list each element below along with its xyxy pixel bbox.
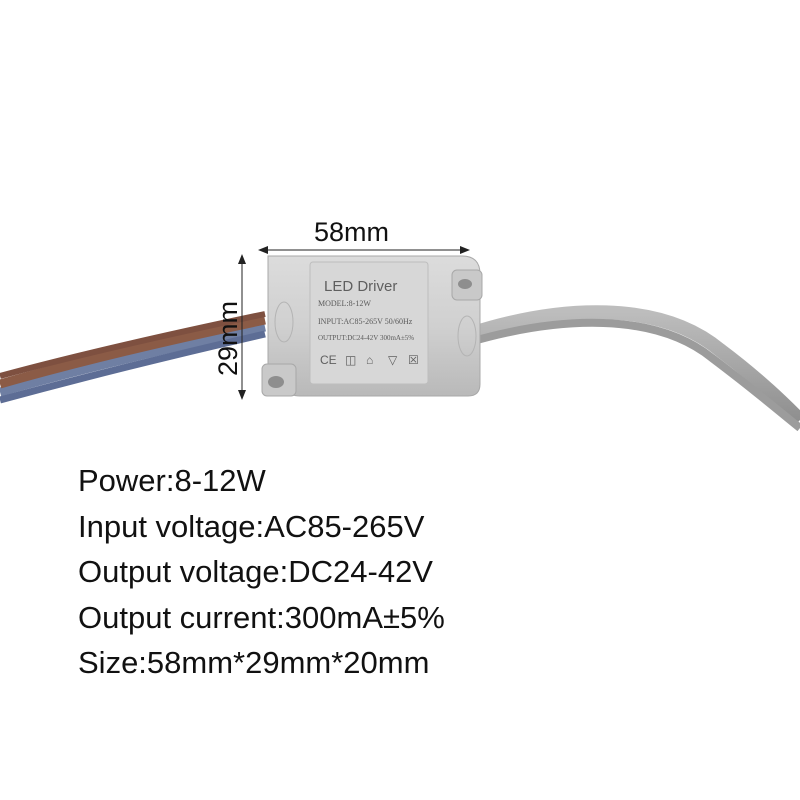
spec-label: Power: (78, 463, 175, 498)
led-driver-case (261, 255, 483, 397)
spec-value: 300mA±5% (284, 599, 445, 635)
product-photo: LED Driver MODEL:8-12W INPUT:AC85-265V 5… (0, 217, 800, 432)
width-label: 58mm (314, 217, 389, 247)
spec-output-current: Output current:300mA±5% (78, 595, 778, 641)
device-title: LED Driver (324, 278, 397, 295)
spec-label: Output voltage: (78, 554, 289, 589)
spec-input-voltage: Input voltage:AC85-265V (78, 504, 778, 550)
spec-value: 8-12W (174, 463, 266, 498)
spec-value: DC24-42V (288, 554, 433, 589)
spec-value: AC85-265V (264, 508, 425, 544)
width-dimension-arrow (258, 246, 470, 254)
certification-marks: CE ◫ ⌂ ▽ ☒ (320, 353, 419, 367)
height-label: 29mm (213, 301, 243, 376)
device-output: OUTPUT:DC24-42V 300mA±5% (318, 334, 414, 342)
spec-label: Output current: (78, 599, 285, 635)
weee-bin-icon: ☒ (408, 353, 419, 367)
spec-value: 58mm*29mm*20mm (146, 645, 430, 680)
device-model: MODEL:8-12W (318, 299, 371, 308)
spec-size: Size:58mm*29mm*20mm (78, 640, 778, 686)
spec-label: Input voltage: (78, 508, 265, 544)
output-wires (467, 305, 800, 432)
indoor-use-icon: ⌂ (366, 353, 373, 367)
spec-output-voltage: Output voltage:DC24-42V (78, 549, 778, 595)
device-input: INPUT:AC85-265V 50/60Hz (318, 317, 413, 326)
double-insulation-icon: ◫ (345, 353, 356, 367)
fixture-mark-icon: ▽ (388, 353, 398, 367)
spec-label: Size: (78, 645, 147, 680)
input-wires (0, 311, 266, 404)
spec-power: Power:8-12W (78, 458, 778, 504)
spec-list: Power:8-12W Input voltage:AC85-265V Outp… (78, 458, 778, 686)
height-dimension-arrow (238, 254, 246, 400)
ce-mark-icon: CE (320, 353, 337, 367)
